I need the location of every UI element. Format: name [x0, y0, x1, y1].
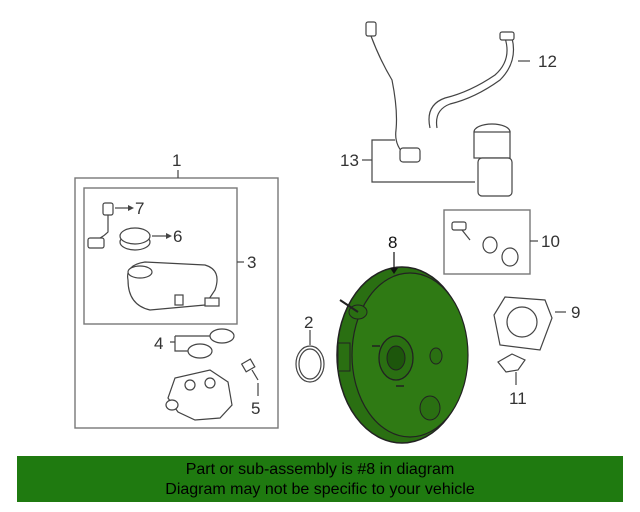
part-9-gasket[interactable] — [493, 296, 553, 351]
callout-1[interactable]: 1 — [172, 151, 181, 170]
part-5-bolt[interactable] — [240, 358, 259, 381]
part-12-hose[interactable] — [428, 31, 515, 129]
part-7-level-sensor[interactable] — [87, 202, 114, 249]
part-3-reservoir[interactable] — [127, 261, 220, 311]
banner-line-2: Diagram may not be specific to your vehi… — [165, 481, 475, 498]
part-13-vacuum-pump[interactable] — [473, 123, 513, 197]
info-banner: Part or sub-assembly is #8 in diagram Di… — [17, 456, 623, 502]
callout-3[interactable]: 3 — [247, 253, 256, 272]
assembly-box-10 — [443, 209, 531, 275]
callout-4[interactable]: 4 — [154, 334, 163, 353]
part-11-clip[interactable] — [497, 353, 526, 373]
callout-5[interactable]: 5 — [251, 399, 260, 418]
callout-6[interactable]: 6 — [173, 227, 182, 246]
part-1-master-cylinder[interactable] — [165, 369, 233, 421]
parts-diagram: 1 3 7 6 4 5 — [74, 21, 580, 444]
callout-10[interactable]: 10 — [541, 232, 560, 251]
part-6-reservoir-cap[interactable] — [119, 227, 151, 251]
part-4-grommets[interactable] — [187, 328, 235, 359]
callout-2[interactable]: 2 — [304, 313, 313, 332]
callout-12[interactable]: 12 — [538, 52, 557, 71]
assembly-box-3 — [83, 187, 238, 325]
assembly-box-1 — [74, 177, 279, 429]
banner-line-1: Part or sub-assembly is #8 in diagram — [185, 461, 455, 478]
callout-13[interactable]: 13 — [340, 151, 359, 170]
callout-8[interactable]: 8 — [388, 233, 397, 252]
callout-9[interactable]: 9 — [571, 303, 580, 322]
part-2-o-ring[interactable] — [295, 345, 325, 383]
part-13-vacuum-hose[interactable] — [365, 21, 421, 163]
callout-11[interactable]: 11 — [509, 389, 527, 408]
callout-7[interactable]: 7 — [135, 199, 144, 218]
part-8-brake-booster[interactable] — [336, 266, 469, 444]
part-10-seal-kit[interactable] — [451, 221, 519, 267]
